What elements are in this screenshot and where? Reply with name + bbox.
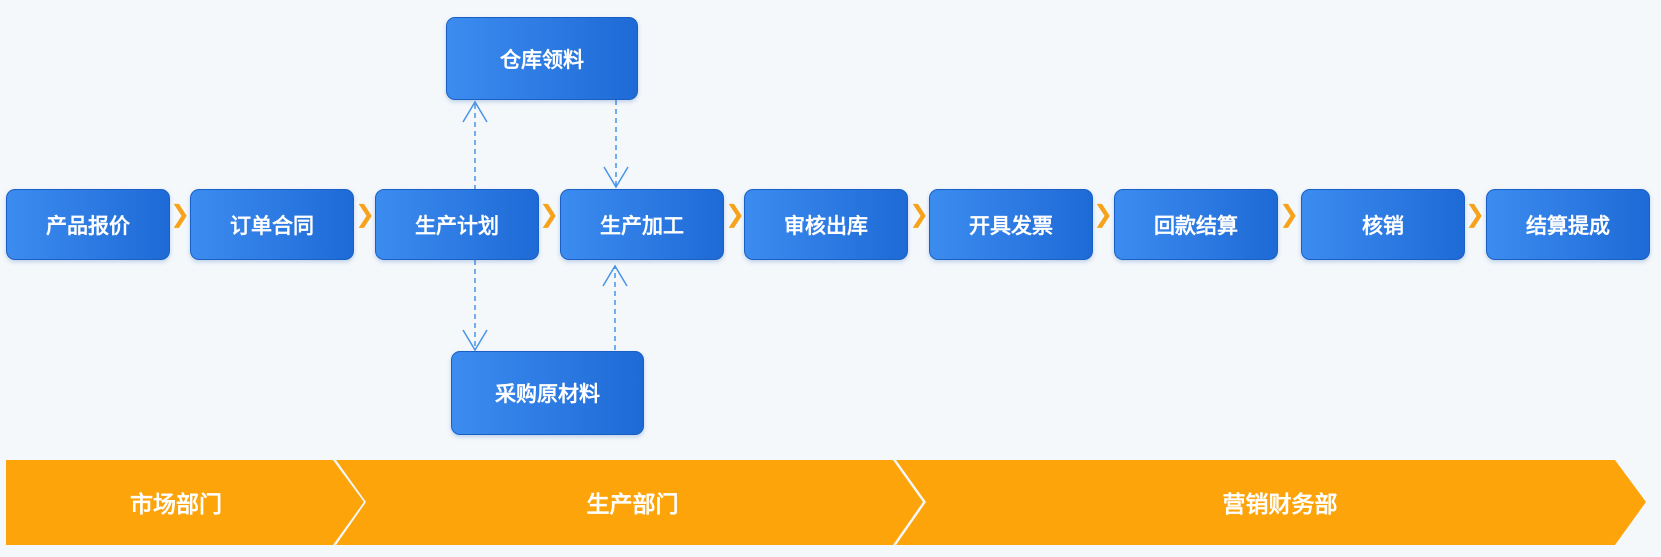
department-label-production: 生产部门 [586, 492, 679, 518]
chevron-right-icon: ❯ [1278, 200, 1300, 228]
chevron-right-icon: ❯ [908, 200, 930, 228]
purchase-label: 采购原材料 [495, 382, 600, 406]
step-label: 核销 [1362, 213, 1404, 238]
chevron-right-icon: ❯ [538, 200, 560, 228]
step-processing: 生产加工 [560, 189, 724, 260]
chevron-right-icon: ❯ [1092, 200, 1114, 228]
step-order-contract: 订单合同 [190, 189, 354, 260]
step-label: 回款结算 [1154, 213, 1238, 238]
step-label: 开具发票 [969, 213, 1053, 238]
department-segment-sales-finance [896, 460, 1646, 545]
chevron-right-icon: ❯ [1464, 200, 1486, 228]
step-label: 审核出库 [784, 213, 868, 238]
arrow-warehouse-to-processing [603, 100, 629, 189]
step-invoice: 开具发票 [929, 189, 1093, 260]
step-commission-settlement: 结算提成 [1486, 189, 1650, 260]
step-label: 订单合同 [230, 213, 314, 238]
chevron-right-icon: ❯ [354, 200, 376, 228]
step-label: 生产加工 [600, 213, 684, 238]
step-production-plan: 生产计划 [375, 189, 539, 260]
step-payment-settlement: 回款结算 [1114, 189, 1278, 260]
step-label: 生产计划 [415, 213, 499, 238]
step-label: 结算提成 [1526, 213, 1610, 238]
purchase-node: 采购原材料 [451, 351, 644, 435]
arrow-plan-to-purchase [462, 260, 488, 352]
step-quotation: 产品报价 [6, 189, 170, 260]
department-segment-production [336, 460, 923, 545]
arrow-purchase-to-processing [602, 264, 628, 350]
step-review-outbound: 审核出库 [744, 189, 908, 260]
department-segment-market [6, 460, 364, 545]
warehouse-label: 仓库领料 [500, 47, 584, 72]
arrow-plan-to-warehouse [462, 100, 488, 190]
step-label: 产品报价 [46, 213, 130, 238]
department-label-market: 市场部门 [130, 492, 222, 518]
department-label-sales-finance: 营销财务部 [1222, 492, 1338, 518]
step-write-off: 核销 [1301, 189, 1465, 260]
warehouse-node: 仓库领料 [446, 17, 638, 100]
chevron-right-icon: ❯ [169, 200, 191, 228]
chevron-right-icon: ❯ [724, 200, 746, 228]
